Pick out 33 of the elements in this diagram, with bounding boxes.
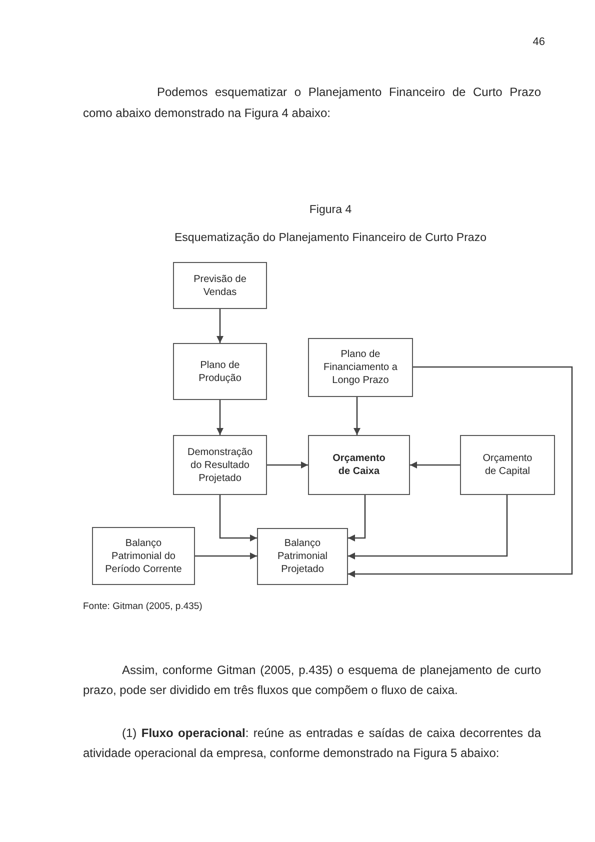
- figure-title: Esquematização do Planejamento Financeiro de Curto Prazo: [174, 231, 488, 245]
- connector-arrow: [348, 495, 366, 542]
- box-label: Balanço Patrimonial do Período Corrente: [104, 536, 183, 576]
- connector-arrow: [410, 462, 460, 468]
- box-label: Orçamento de Caixa: [332, 452, 386, 478]
- connector-arrow: [267, 462, 308, 468]
- box-label: Previsão de Vendas: [192, 272, 248, 298]
- page-number: 46: [532, 35, 545, 49]
- box-label: Balanço Patrimonial Projetado: [276, 537, 329, 576]
- box-label: Plano de Financiamento a Longo Prazo: [322, 348, 398, 387]
- process-box: [308, 338, 413, 397]
- body-paragraph: Assim, conforme Gitman (2005, p.435) o esquema de planejamento de curto prazo, pode ser dividido em três fluxos que compõem o fluxo de caixa.: [83, 662, 541, 699]
- connector-arrow: [216, 309, 224, 343]
- box-label: Plano de Produção: [198, 358, 242, 384]
- connector-arrow: [195, 552, 257, 560]
- process-box: [173, 435, 267, 495]
- box-label: Demonstração do Resultado Projetado: [186, 446, 254, 484]
- body-paragraph: (1) Fluxo operacional: reúne as entradas e saídas de caixa decorrentes da atividade operacional da empresa, conforme demonstrado na Figura 5 abaixo:: [83, 725, 541, 762]
- process-box: [257, 528, 348, 585]
- process-box: [173, 343, 267, 400]
- process-box: [460, 435, 555, 495]
- connector-arrow: [216, 400, 224, 435]
- figure-number: Figura 4: [308, 203, 353, 217]
- process-box: [308, 435, 410, 495]
- box-label: Orçamento de Capital: [482, 452, 534, 478]
- process-box: [173, 262, 267, 309]
- process-box: [92, 527, 195, 585]
- connector-arrow: [219, 495, 257, 542]
- body-paragraph: Podemos esquematizar o Planejamento Financeiro de Curto Prazo como abaixo demonstrado na Figura 4 abaixo:: [83, 84, 541, 122]
- connector-arrow: [354, 397, 360, 435]
- connector-arrow: [348, 366, 573, 578]
- connector-arrow: [348, 495, 508, 560]
- source-note: Fonte: Gitman (2005, p.435): [83, 601, 204, 613]
